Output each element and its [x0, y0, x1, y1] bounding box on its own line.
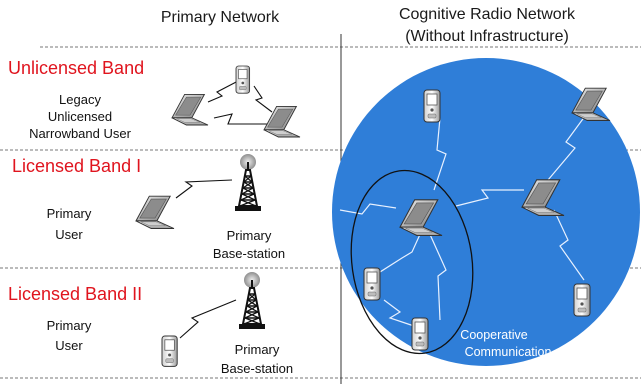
crn-phone-top-icon [423, 89, 441, 123]
legacy-user-line-1: Legacy [59, 92, 101, 107]
primary-user-laptop-icon [135, 195, 175, 229]
crn-phone-right-icon [573, 283, 591, 317]
crn-phone-left-icon [363, 267, 381, 301]
primary-base-station-1-icon [234, 153, 262, 212]
unlicensed-laptop-right-icon [263, 105, 301, 138]
crn-header-title: Cognitive Radio Network [398, 6, 576, 23]
base-station-2-line-2: Base-station [220, 361, 294, 376]
base-station-2-line-1: Primary [234, 342, 280, 357]
cognitive-radio-area [332, 58, 640, 366]
primary-user-2-line-1: Primary [46, 318, 92, 333]
band-label-unlicensed: Unlicensed Band [8, 58, 145, 78]
primary-user-1-line-2: User [55, 227, 83, 242]
band-label-licensed-2: Licensed Band II [8, 284, 143, 304]
crn-wireless-links [339, 111, 589, 327]
band-label-licensed-1: Licensed Band I [12, 156, 142, 176]
cooperative-label-line-2: Communication [464, 345, 552, 359]
unlicensed-phone-icon [235, 65, 251, 94]
primary-user-phone-icon [161, 335, 178, 367]
primary-network-header: Primary Network [160, 9, 280, 26]
primary-wireless-links [175, 79, 273, 339]
cooperative-label-line-1: Cooperative [460, 328, 528, 342]
crn-phone-bottom-icon [411, 317, 429, 351]
primary-base-station-2-icon [238, 271, 266, 330]
unlicensed-laptop-left-icon [171, 93, 209, 126]
crn-header-subtitle: (Without Infrastructure) [405, 28, 569, 45]
legacy-user-line-3: Narrowband User [29, 126, 131, 141]
legacy-user-line-2: Unlicensed [47, 109, 113, 124]
base-station-1-line-1: Primary [226, 228, 272, 243]
primary-user-1-line-1: Primary [46, 206, 92, 221]
cooperative-group-outline [350, 169, 474, 355]
primary-user-2-line-2: User [55, 338, 83, 353]
base-station-1-line-2: Base-station [212, 246, 286, 261]
